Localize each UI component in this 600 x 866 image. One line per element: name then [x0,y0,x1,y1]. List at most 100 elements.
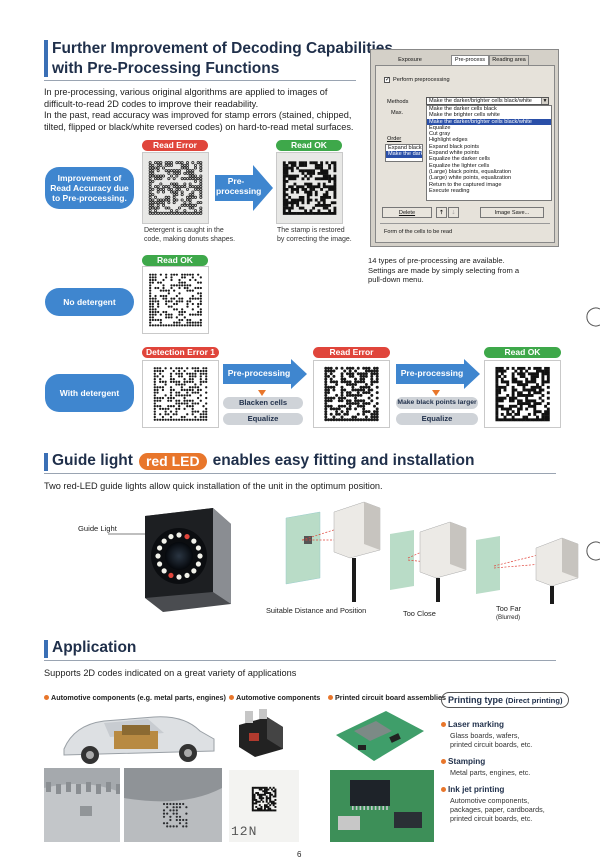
methods-option[interactable]: Make the darker cells black [429,106,497,112]
matrix-module [309,172,313,175]
matrix-module [337,407,341,411]
matrix-module [527,394,531,397]
tab-reading-area[interactable]: Reading area [489,55,529,65]
matrix-module [359,418,363,422]
methods-option[interactable]: Return to the captured image [429,181,502,188]
move-up-button[interactable]: 🡑 [436,207,447,218]
caption-line: Detergent is caught in the [144,227,224,234]
move-down-button[interactable]: 🡓 [448,207,459,218]
matrix-module [199,179,203,183]
matrix-module [330,185,334,189]
matrix-module [183,203,187,207]
bullet-dot [328,695,333,700]
tab-preprocess[interactable]: Pre-process [451,55,489,65]
perform-preprocessing-checkbox[interactable]: ✓ [384,77,391,83]
matrix-module [159,418,162,421]
methods-option[interactable]: (Large) white points, equalization [429,175,512,182]
matrix-module [309,198,313,202]
matrix-module [337,412,341,416]
stamp-dot [175,806,178,809]
methods-option[interactable]: Make the darker/brighter cells black/whi… [427,118,551,125]
intro-line: tilted, flipped or black/white reversed … [44,121,354,132]
matrix-module [159,396,162,400]
matrix-module [330,211,334,215]
matrix-module [188,372,192,375]
matrix-module [296,188,300,191]
matrix-module [533,410,537,414]
matrix-module [159,399,162,402]
matrix-module [151,198,155,202]
delete-button[interactable]: Delete [382,207,432,218]
matrix-module [536,410,539,414]
methods-option[interactable]: Expand black points [429,143,480,150]
led-light [156,545,163,551]
matrix-module [282,182,286,186]
matrix-module [148,179,152,183]
order-list[interactable]: Expand black p Make the dark [385,144,423,162]
matrix-module [258,786,261,789]
stamp-dot [166,806,169,809]
matrix-module [285,188,289,191]
matrix-module [370,374,374,378]
tab-exposure[interactable]: Exposure [375,55,445,65]
matrix-module [161,203,166,207]
matrix-module [183,166,187,170]
matrix-module [274,795,277,798]
matrix-module [367,388,371,392]
matrix-module [269,792,272,794]
matrix-module [180,163,184,167]
methods-select[interactable]: Make the darker/brighter cells black/whi… [426,97,549,105]
matrix-module [149,289,152,292]
matrix-module [157,318,160,322]
matrix-module [149,321,152,324]
matrix-module [151,273,154,276]
matrix-module [151,179,155,183]
matrix-module [370,399,374,403]
stamp-dot [166,825,169,828]
methods-option[interactable]: Equalize [429,124,451,131]
matrix-module [324,415,328,419]
matrix-module [262,793,265,796]
matrix-module [288,161,292,165]
matrix-module [325,161,329,165]
matrix-module [274,792,277,794]
matrix-module [304,209,308,213]
matrix-module [194,391,197,394]
matrix-module [314,211,318,215]
matrix-module [327,388,330,392]
matrix-module [519,375,523,378]
matrix-module [525,399,529,403]
methods-option[interactable]: Equalize the darker cells [429,156,490,163]
matrix-module [301,169,305,173]
matrix-module [546,369,550,373]
methods-option[interactable]: (Large) black points, equalization [429,168,512,175]
methods-option[interactable]: Execute reading [429,187,470,194]
matrix-module [354,399,358,403]
image-save-button[interactable]: Image Save... [480,207,544,218]
matrix-module [325,177,329,181]
dialog-pane: ✓ Perform preprocessing Methods Make the… [375,65,555,243]
car-engine-photo [44,705,222,767]
matrix-module [541,415,545,419]
methods-option[interactable]: Cut gray [429,131,451,138]
order-item[interactable]: Expand black p [388,145,422,151]
matrix-module [345,418,349,422]
matrix-module [169,190,174,194]
matrix-module [153,415,156,419]
methods-option[interactable]: Expand white points [429,150,480,157]
matrix-module [508,404,512,408]
methods-option[interactable]: Make the brighter cells white [429,112,500,119]
matrix-module [362,407,366,411]
methods-option[interactable]: Equalize the lighter cells [429,162,490,169]
methods-option[interactable]: Highlight edges [429,137,468,144]
order-item[interactable]: Make the dark [386,151,422,158]
matrix-module [185,171,190,175]
matrix-module [173,321,176,324]
data-matrix-read-error-2 [313,360,390,428]
matrix-module [373,404,376,408]
matrix-module [343,369,347,373]
matrix-module [536,385,539,389]
matrix-module [149,310,152,314]
